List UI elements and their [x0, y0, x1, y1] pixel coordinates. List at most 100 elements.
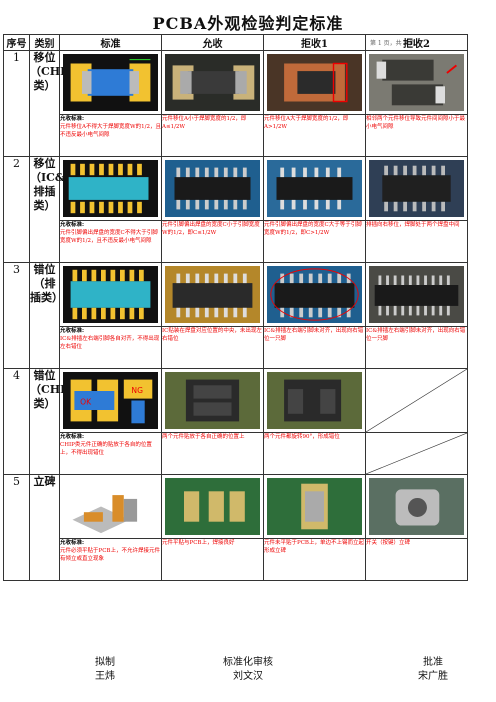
standard-label: 允收标准:: [60, 222, 85, 228]
accept-photo-image: [165, 372, 260, 429]
row-category: 错位（排插类）: [29, 262, 63, 369]
row-number: 3: [3, 262, 30, 369]
reject1-photo-image: [267, 160, 362, 217]
standard-desc: 元件移位A不得大于焊脚宽度W的1/2，且不违反最小电气间隙: [60, 124, 161, 138]
signature-role: 批准: [423, 657, 443, 668]
signature-reviewer: 标准化审核 刘文汉: [203, 656, 293, 684]
reject1-photo-image: [267, 478, 362, 535]
accept-photo-image: [165, 54, 260, 111]
accept-photo-image: [165, 266, 260, 323]
accept-photo: [161, 368, 264, 433]
signature-name: 宋广胜: [418, 671, 448, 682]
reject1-photo: [263, 50, 366, 115]
reject1-photo-image: [267, 372, 362, 429]
accept-photo-image: [165, 478, 260, 535]
ok-label: OK: [80, 397, 92, 406]
standard-diagram: [59, 50, 162, 115]
chip-shift-diagram: [63, 54, 158, 111]
accept-text: 元件引脚偏出焊盘的宽度C小于引脚宽度W的1/2，即C≤1/2W: [161, 220, 264, 263]
header-misalign-diagram: [63, 266, 158, 323]
standard-diagram: [59, 474, 162, 539]
signature-name: 王炜: [95, 671, 115, 682]
table-row-text: 允收标准: 元件移位A不得大于焊脚宽度W的1/2，且不违反最小电气间隙 元件移位A…: [4, 114, 468, 157]
reject2-photo: [365, 262, 468, 327]
header-reject1: 拒收1: [263, 34, 366, 51]
table-row-text: 允收标准:元件必须平贴于PCB上，不允许焊接元件有倾立或直立现象 元件平贴与PC…: [4, 538, 468, 581]
reject2-text: 相邻两个元件移位导致元件间间隙小于最小电气间隙: [365, 114, 468, 157]
table-row-text: 允收标准: IC&排插左右端引脚各自对齐，不得出现左右错位 IC贴装在焊盘对应位置…: [4, 326, 468, 369]
standard-label: 允收标准:: [60, 116, 85, 122]
reject1-text: 元件引脚偏出焊盘的宽度C大于等于引脚宽度W的1/2，即C>1/2W: [263, 220, 366, 263]
signature-role: 标准化审核: [223, 657, 273, 668]
reject2-photo: [365, 156, 468, 221]
reject1-photo: [263, 262, 366, 327]
reject1-photo: [263, 474, 366, 539]
row-number: 4: [3, 368, 30, 475]
standard-text: 允收标准: CHIP类元件正确的贴放于各自的位置上，不得出现错位: [59, 432, 162, 475]
header-standard: 标准: [59, 34, 162, 51]
reject2-photo-image: [369, 478, 464, 535]
table-row: 4 错位（CHIP类） OK NG: [3, 368, 468, 475]
standard-text: 允收标准: 元件必须平贴于PCB上，不允许焊接元件有倾立或直立现象: [59, 538, 162, 581]
standard-label: 允收标准:: [60, 328, 85, 334]
reject1-photo-image: [267, 54, 362, 111]
tombstone-diagram: [63, 478, 158, 535]
header-accept: 允收: [161, 34, 264, 51]
table-row-text: 允收标准: 元件引脚偏出焊盘的宽度C不得大于引脚宽度W的1/2，且不违反最小电气间…: [4, 220, 468, 263]
table-row-text: 允收标准: CHIP类元件正确的贴放于各自的位置上，不得出现错位 两个元件贴放于各…: [4, 432, 468, 475]
document-title: PCBA外观检验判定标准: [152, 14, 344, 33]
row-category: 移位（IC&排插类）: [29, 156, 65, 263]
row-category: 移位（CHIP类）: [29, 50, 74, 157]
reject2-photo-image: [369, 54, 464, 111]
reject2-empty: [365, 368, 468, 433]
signature-name: 刘文汉: [233, 671, 263, 682]
row-number: 1: [3, 50, 30, 157]
reject2-text: 排插向右移位，焊脚处于两个焊盘中间: [365, 220, 468, 263]
reject2-photo: [365, 474, 468, 539]
standard-diagram: [59, 262, 162, 327]
reject1-text: 两个元件都旋转90°，形成错位: [263, 432, 366, 475]
chip-misplace-diagram: OK NG: [63, 372, 158, 429]
reject1-text: IC&排插左右端引脚未对齐，出现向右错位一只脚: [263, 326, 366, 369]
signature-drafter: 拟制 王炜: [60, 656, 150, 684]
accept-photo: [161, 156, 264, 221]
standard-desc: IC&排插左右端引脚各自对齐，不得出现左右错位: [60, 336, 160, 350]
ic-shift-diagram: [63, 160, 158, 217]
standard-diagram: [59, 156, 162, 221]
standard-desc: 元件必须平贴于PCB上，不允许焊接元件有倾立或直立现象: [60, 548, 160, 562]
reject2-text-empty: [365, 432, 468, 475]
row-number: 5: [3, 474, 30, 581]
signature-approver: 批准 宋广胜: [388, 656, 478, 684]
reject2-photo-image: [369, 266, 464, 323]
empty-cell-diagonal: [366, 369, 467, 432]
row-category: 错位（CHIP类）: [29, 368, 74, 475]
reject2-text: 开关（按键）立碑: [365, 538, 468, 581]
standard-label: 允收标准:: [60, 540, 85, 546]
header-no: 序号: [3, 34, 30, 51]
table-header-row: 序号 类别 标准 允收 拒收1 拒收2: [3, 34, 468, 51]
table-row: 5 立碑: [3, 474, 468, 581]
ng-label: NG: [131, 386, 143, 395]
header-category: 类别: [29, 34, 60, 51]
reject1-photo: [263, 156, 366, 221]
inspection-table: 序号 类别 标准 允收 拒收1 拒收2 1 移位（CHIP类）: [3, 34, 468, 581]
accept-text: 元件移位A小于焊脚宽度的1/2，即A≤1/2W: [161, 114, 264, 157]
standard-diagram: OK NG: [59, 368, 162, 433]
accept-text: IC贴装在焊盘对应位置的中央，未出现左右错位: [161, 326, 264, 369]
header-reject2: 拒收2: [365, 34, 468, 51]
row-category: 立碑: [29, 474, 60, 581]
table-row: 3 错位（排插类）: [3, 262, 468, 369]
reject2-text: IC&排插左右端引脚未对齐，出现向右错位一只脚: [365, 326, 468, 369]
accept-text: 两个元件贴放于各自正确的位置上: [161, 432, 264, 475]
standard-text: 允收标准: 元件移位A不得大于焊脚宽度W的1/2，且不违反最小电气间隙: [59, 114, 162, 157]
accept-photo: [161, 474, 264, 539]
reject1-text: 元件未平贴于PCB上，单边不上锡而立起形成立碑: [263, 538, 366, 581]
standard-desc: 元件引脚偏出焊盘的宽度C不得大于引脚宽度W的1/2，且不违反最小电气间隙: [60, 230, 158, 244]
empty-cell-diagonal: [366, 433, 467, 474]
reject2-photo-image: [369, 160, 464, 217]
signature-role: 拟制: [95, 657, 115, 668]
reject1-photo-image: [267, 266, 362, 323]
standard-desc: CHIP类元件正确的贴放于各自的位置上，不得出现错位: [60, 442, 152, 456]
reject1-photo: [263, 368, 366, 433]
standard-label: 允收标准:: [60, 434, 85, 440]
